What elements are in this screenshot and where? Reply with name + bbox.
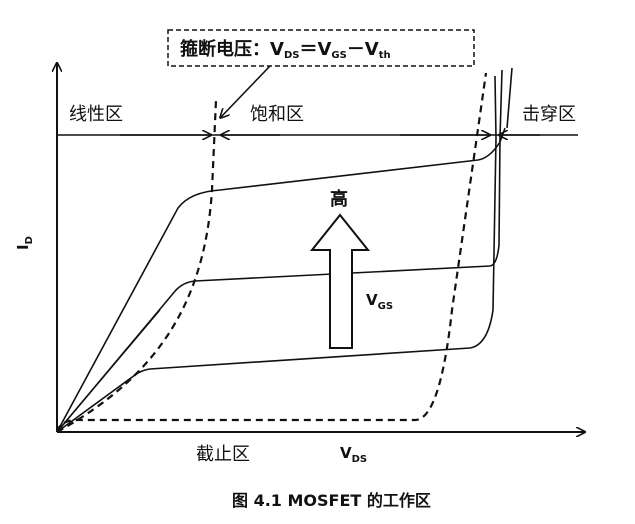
y-axis-label: ID bbox=[14, 236, 35, 250]
pinch-off-annotation-box bbox=[167, 29, 475, 67]
curve-extra-mid bbox=[56, 309, 161, 433]
increasing-vgs-arrow bbox=[309, 213, 371, 349]
curve-high-vgs bbox=[56, 127, 506, 433]
vgs-label: VGS bbox=[366, 291, 393, 312]
saturation-region-label: 饱和区 bbox=[250, 104, 304, 125]
pinch-off-voltage-label: 箍断电压：VDS＝VGS－Vth bbox=[180, 38, 391, 61]
x-axis-label: VDS bbox=[340, 444, 367, 465]
linear-region-label: 线性区 bbox=[69, 104, 123, 125]
breakdown-region-label: 击穿区 bbox=[522, 104, 576, 125]
cutoff-region-label: 截止区 bbox=[196, 444, 250, 465]
cutoff-boundary-dashed bbox=[55, 72, 488, 433]
figure-caption: 图 4.1 MOSFET 的工作区 bbox=[232, 491, 431, 510]
curve-mid-vgs bbox=[56, 69, 503, 433]
high-label: 高 bbox=[330, 188, 348, 210]
annotation-pointer-arrow bbox=[221, 65, 271, 117]
pinch-off-boundary-dashed bbox=[56, 99, 218, 433]
curve-low-vgs bbox=[56, 75, 497, 433]
breakdown-vertical-line bbox=[506, 67, 513, 129]
